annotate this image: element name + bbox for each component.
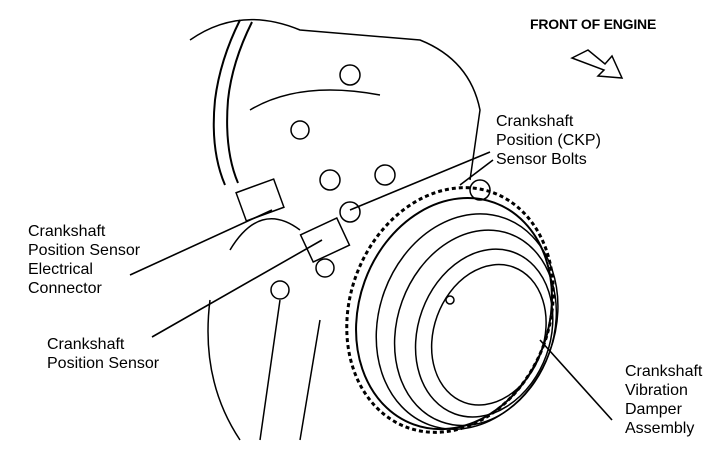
damper-hub-hole xyxy=(445,295,455,305)
wiring-harness xyxy=(212,19,253,186)
front-of-engine-label: FRONT OF ENGINE xyxy=(530,16,657,32)
damper-label: Crankshaft Vibration Damper Assembly xyxy=(625,363,703,437)
ckp-bolts-label: Crankshaft Position (CKP) Sensor Bolts xyxy=(496,113,601,168)
engine-block xyxy=(189,18,481,441)
connector xyxy=(235,178,285,222)
sensor-label: Crankshaft Position Sensor xyxy=(47,336,160,372)
bolts xyxy=(270,64,491,300)
front-arrow-icon xyxy=(570,49,624,79)
leader-lines xyxy=(129,151,613,421)
crankshaft-position-sensor xyxy=(299,216,351,264)
connector-label: Crankshaft Position Sensor Electrical Co… xyxy=(28,223,141,297)
